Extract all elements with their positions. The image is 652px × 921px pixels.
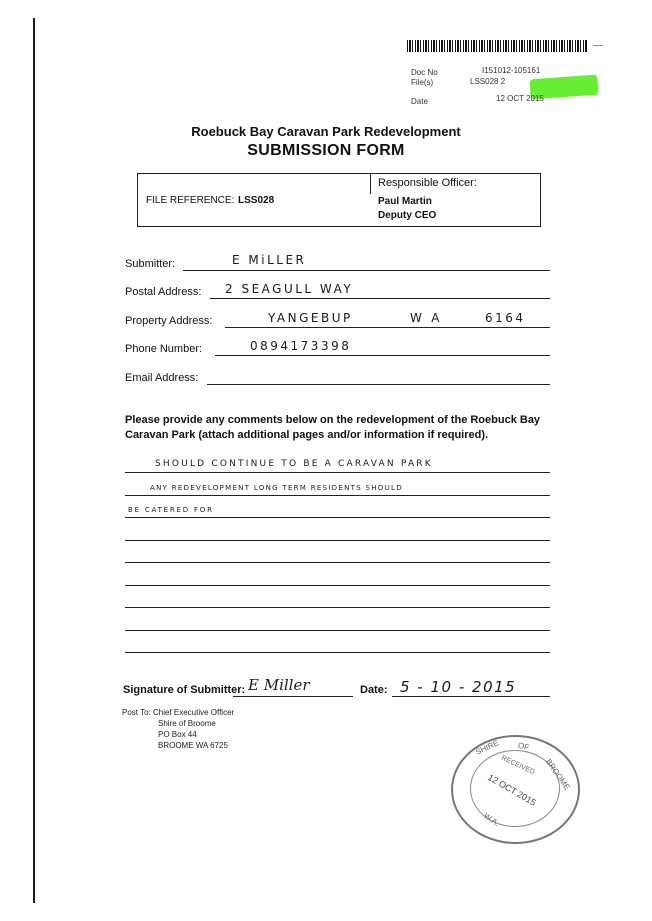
comment-line (125, 585, 550, 586)
post-to-line-1: Post To: Chief Executive Officer (122, 708, 235, 717)
postal-address-value: 2 SEAGULL WAY (225, 282, 354, 296)
officer-name: Paul Martin (378, 196, 432, 207)
property-address-label: Property Address: (125, 315, 213, 327)
phone-number-value: 0894173398 (250, 339, 352, 353)
page-edge-line (33, 18, 35, 903)
submitter-value: E MiLLER (232, 253, 307, 267)
email-address-line (207, 384, 550, 385)
received-stamp-inner (470, 750, 560, 827)
comment-line (125, 517, 550, 518)
file-reference-value: LSS028 (238, 195, 275, 206)
comment-line (125, 630, 550, 631)
file-reference-label: FILE REFERENCE: (146, 195, 235, 206)
comment-line (125, 472, 550, 473)
date-received-value: 12 OCT 2015 (496, 94, 544, 103)
files-label: File(s) (411, 78, 434, 87)
form-subtitle: SUBMISSION FORM (247, 142, 405, 159)
email-address-label: Email Address: (125, 372, 199, 384)
post-to-line-4: BROOME WA 6725 (158, 741, 228, 750)
form-title: Roebuck Bay Caravan Park Redevelopment (191, 124, 461, 139)
doc-no-value: I151012-105161 (482, 66, 541, 75)
file-reference-box: FILE REFERENCE: LSS028 Responsible Offic… (137, 173, 541, 227)
signature-line (233, 696, 353, 697)
phone-number-line (215, 355, 550, 356)
property-address-postcode: 6164 (485, 311, 526, 325)
postal-address-label: Postal Address: (125, 286, 202, 298)
comment-instructions: Please provide any comments below on the… (125, 414, 541, 441)
comment-line (125, 562, 550, 563)
property-address-suburb: YANGEBUP (268, 311, 353, 325)
responsible-officer-label: Responsible Officer: (378, 177, 477, 189)
officer-title: Deputy CEO (378, 210, 437, 221)
doc-no-label: Doc No (411, 68, 438, 77)
comment-line (125, 652, 550, 653)
files-value: LSS028 2 (470, 77, 506, 86)
comment-line (125, 607, 550, 608)
date-label: Date (411, 97, 428, 106)
comment-text-line-2: ANY REDEVELOPMENT LONG TERM RESIDENTS SH… (150, 484, 403, 492)
submitter-line (183, 270, 550, 271)
signature-date-value: 5 - 10 - 2015 (400, 678, 517, 696)
signature-date-line (392, 696, 550, 697)
scan-mark (593, 45, 603, 46)
comment-line (125, 540, 550, 541)
received-stamp (451, 735, 580, 844)
signature-date-label: Date: (360, 684, 388, 696)
postal-address-line (210, 298, 550, 299)
barcode (407, 40, 587, 52)
signature-handwritten: E Miller (248, 676, 310, 694)
property-address-state: WA (410, 311, 450, 325)
comment-text-line-1: SHOULD CONTINUE TO BE A CARAVAN PARK (155, 459, 433, 469)
post-to-line-3: PO Box 44 (158, 730, 197, 739)
property-address-line (225, 327, 550, 328)
box-divider (370, 174, 371, 194)
phone-number-label: Phone Number: (125, 343, 203, 355)
submitter-label: Submitter: (125, 258, 176, 270)
comment-text-line-3: BE CATERED FOR (128, 506, 214, 514)
comment-line (125, 495, 550, 496)
signature-label: Signature of Submitter: (123, 684, 246, 696)
post-to-line-2: Shire of Broome (158, 719, 216, 728)
